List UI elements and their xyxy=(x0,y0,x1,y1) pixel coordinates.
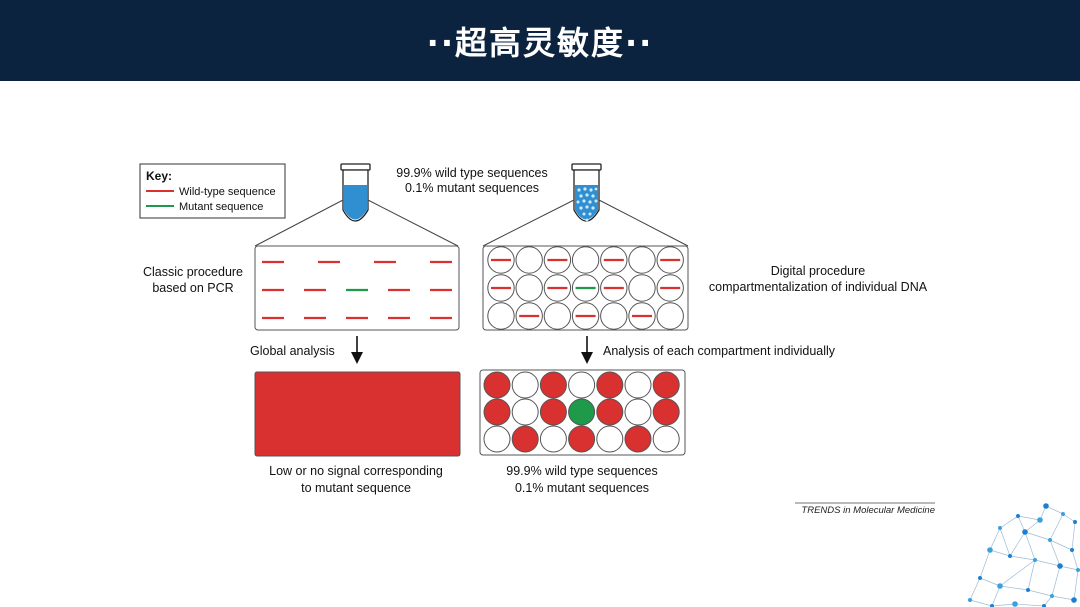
empty-compartment xyxy=(511,398,539,426)
compartment xyxy=(628,274,656,302)
top-label-line1: 99.9% wild type sequences xyxy=(396,166,547,180)
empty-compartment xyxy=(624,398,652,426)
classic-sample-box xyxy=(254,245,460,331)
digital-analysis-label: Analysis of each compartment individuall… xyxy=(603,344,836,358)
key-mutant-label: Mutant sequence xyxy=(179,201,263,213)
classic-funnel-right xyxy=(367,199,459,247)
digital-label-line2: compartmentalization of individual DNA xyxy=(709,280,928,294)
top-label-line2: 0.1% mutant sequences xyxy=(405,181,539,195)
wild-type-positive-compartment xyxy=(483,371,511,399)
wild-type-positive-compartment xyxy=(596,398,624,426)
mutant-positive-compartment xyxy=(568,398,596,426)
wild-type-positive-compartment xyxy=(652,398,680,426)
compartment xyxy=(571,246,600,274)
empty-compartment xyxy=(624,371,652,399)
classic-label-line2: based on PCR xyxy=(152,281,233,295)
wild-type-positive-compartment xyxy=(511,425,539,453)
digital-result-line1: 99.9% wild type sequences xyxy=(506,464,657,478)
digital-result-line2: 0.1% mutant sequences xyxy=(515,481,649,495)
classic-down-arrow xyxy=(351,336,363,364)
key-wild-type-label: Wild-type sequence xyxy=(179,186,276,198)
compartment xyxy=(515,246,543,274)
digital-tube-icon xyxy=(571,163,602,222)
header-bar: ··超高灵敏度·· xyxy=(0,0,1080,81)
digital-label-line1: Digital procedure xyxy=(771,264,866,278)
wild-type-positive-compartment xyxy=(483,398,511,426)
digital-compartment-grid xyxy=(487,246,684,330)
classic-label-line1: Classic procedure xyxy=(143,265,243,279)
wild-type-positive-compartment xyxy=(652,371,680,399)
empty-compartment xyxy=(652,425,680,453)
classic-funnel-left xyxy=(254,199,344,247)
compartment xyxy=(656,302,684,330)
classic-tube-icon xyxy=(340,163,371,222)
wild-type-positive-compartment xyxy=(596,371,624,399)
classic-result-signal xyxy=(254,371,461,457)
digital-down-arrow xyxy=(581,336,593,364)
digital-funnel-left xyxy=(482,199,575,247)
classic-result-line1: Low or no signal corresponding xyxy=(269,464,443,478)
compartment xyxy=(515,274,543,302)
key-title: Key: xyxy=(146,169,172,183)
compartment xyxy=(628,246,656,274)
wild-type-positive-compartment xyxy=(568,425,596,453)
classic-result-line2: to mutant sequence xyxy=(301,481,411,495)
empty-compartment xyxy=(483,425,511,453)
wild-type-positive-compartment xyxy=(624,425,652,453)
empty-compartment xyxy=(596,425,624,453)
compartment xyxy=(487,302,515,330)
key-legend: Key: Wild-type sequence Mutant sequence xyxy=(139,163,286,219)
network-decoration-icon xyxy=(968,503,1080,607)
empty-compartment xyxy=(511,371,539,399)
classic-analysis-label: Global analysis xyxy=(250,344,335,358)
credit-text: TRENDS in Molecular Medicine xyxy=(801,505,935,516)
wild-type-positive-compartment xyxy=(539,371,567,399)
digital-result-grid xyxy=(483,371,680,453)
wild-type-positive-compartment xyxy=(539,398,567,426)
compartment xyxy=(543,302,572,330)
empty-compartment xyxy=(539,425,567,453)
classic-sequence-lines xyxy=(262,260,452,320)
digital-funnel-right xyxy=(598,199,689,247)
compartment xyxy=(600,302,628,330)
page-title: ··超高灵敏度·· xyxy=(426,23,654,62)
empty-compartment xyxy=(568,371,596,399)
